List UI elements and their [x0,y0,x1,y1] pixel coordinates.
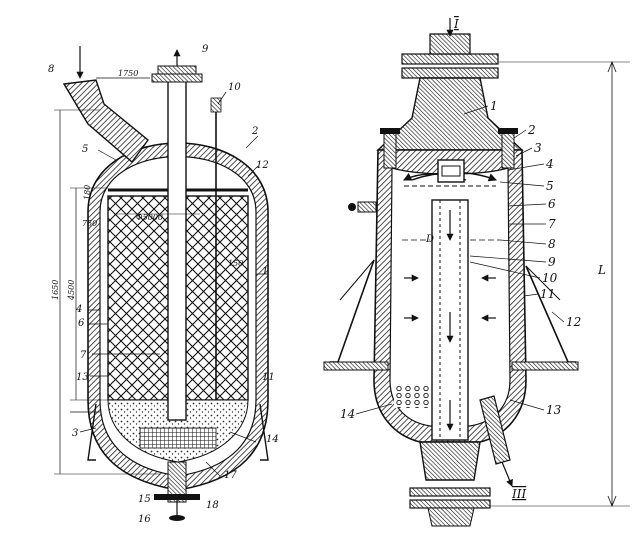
left-callout-6: 6 [78,318,85,329]
left-callout-8: 8 [48,64,54,75]
right-diameter-label: D [425,234,434,245]
right-reactor [323,18,630,527]
right-callout-12: 12 [566,315,581,329]
right-callout-6: 6 [548,197,556,211]
right-stream-out: III [511,487,526,501]
left-callout-18: 18 [206,500,219,511]
right-callout-7: 7 [548,217,556,231]
right-callout-13: 13 [546,403,562,417]
right-top-flange-1 [401,53,499,65]
right-callout-3: 3 [534,141,542,155]
right-support-balls [394,384,434,408]
left-callout-14: 14 [266,434,279,445]
left-callout-11: 11 [262,372,275,383]
left-reactor: 1750 1650 4500 180 750 Ф5000 150 [51,46,269,521]
right-callout-8: 8 [548,237,556,251]
right-callout-5: 5 [546,179,554,193]
right-callout-14: 14 [340,407,355,421]
left-callout-10: 10 [228,82,241,93]
left-callout-16: 16 [138,514,151,525]
left-callout-12: 12 [256,160,269,171]
left-dim-wall: 150 [228,259,243,268]
left-dim-overall-text: 1650 [51,280,60,300]
left-callout-4: 4 [75,304,82,315]
right-callout-1: 1 [490,99,498,113]
right-callout-9: 9 [548,255,556,269]
right-neck [376,77,524,151]
left-dim-small-a: 180 [83,185,92,200]
left-skirt-legs [87,403,269,461]
left-dim-small-b: 750 [82,219,97,228]
left-callout-15: 15 [138,494,151,505]
left-callout-13: 13 [76,372,89,383]
left-dim-diameter: Ф5000 [136,213,163,222]
left-callouts: 1 2 3 4 5 6 7 8 9 10 11 12 13 14 15 16 1… [48,44,279,525]
right-callout-11: 11 [540,287,555,301]
right-callout-10: 10 [542,271,558,285]
right-length-label: L [597,263,606,277]
left-callout-5: 5 [82,144,88,155]
left-callout-9: 9 [202,44,209,55]
left-support-grid [139,427,217,449]
left-callout-1: 1 [262,266,268,277]
right-callouts: I III L D 1 2 3 4 5 6 7 8 9 10 11 12 13 … [340,17,606,501]
right-callout-2: 2 [527,123,536,137]
left-dim-top-width: 1750 [118,69,138,78]
left-inlet-elbow [62,79,149,164]
right-side-outlet [479,395,511,465]
left-callout-7: 7 [80,350,87,361]
left-callout-17: 17 [224,470,237,481]
left-dim-bed-text: 4500 [67,280,76,301]
left-central-pipe [167,71,187,421]
right-stream-in: I [453,17,459,31]
left-callout-2: 2 [251,126,258,137]
right-callout-4: 4 [545,157,554,171]
left-callout-3: 3 [72,428,78,439]
